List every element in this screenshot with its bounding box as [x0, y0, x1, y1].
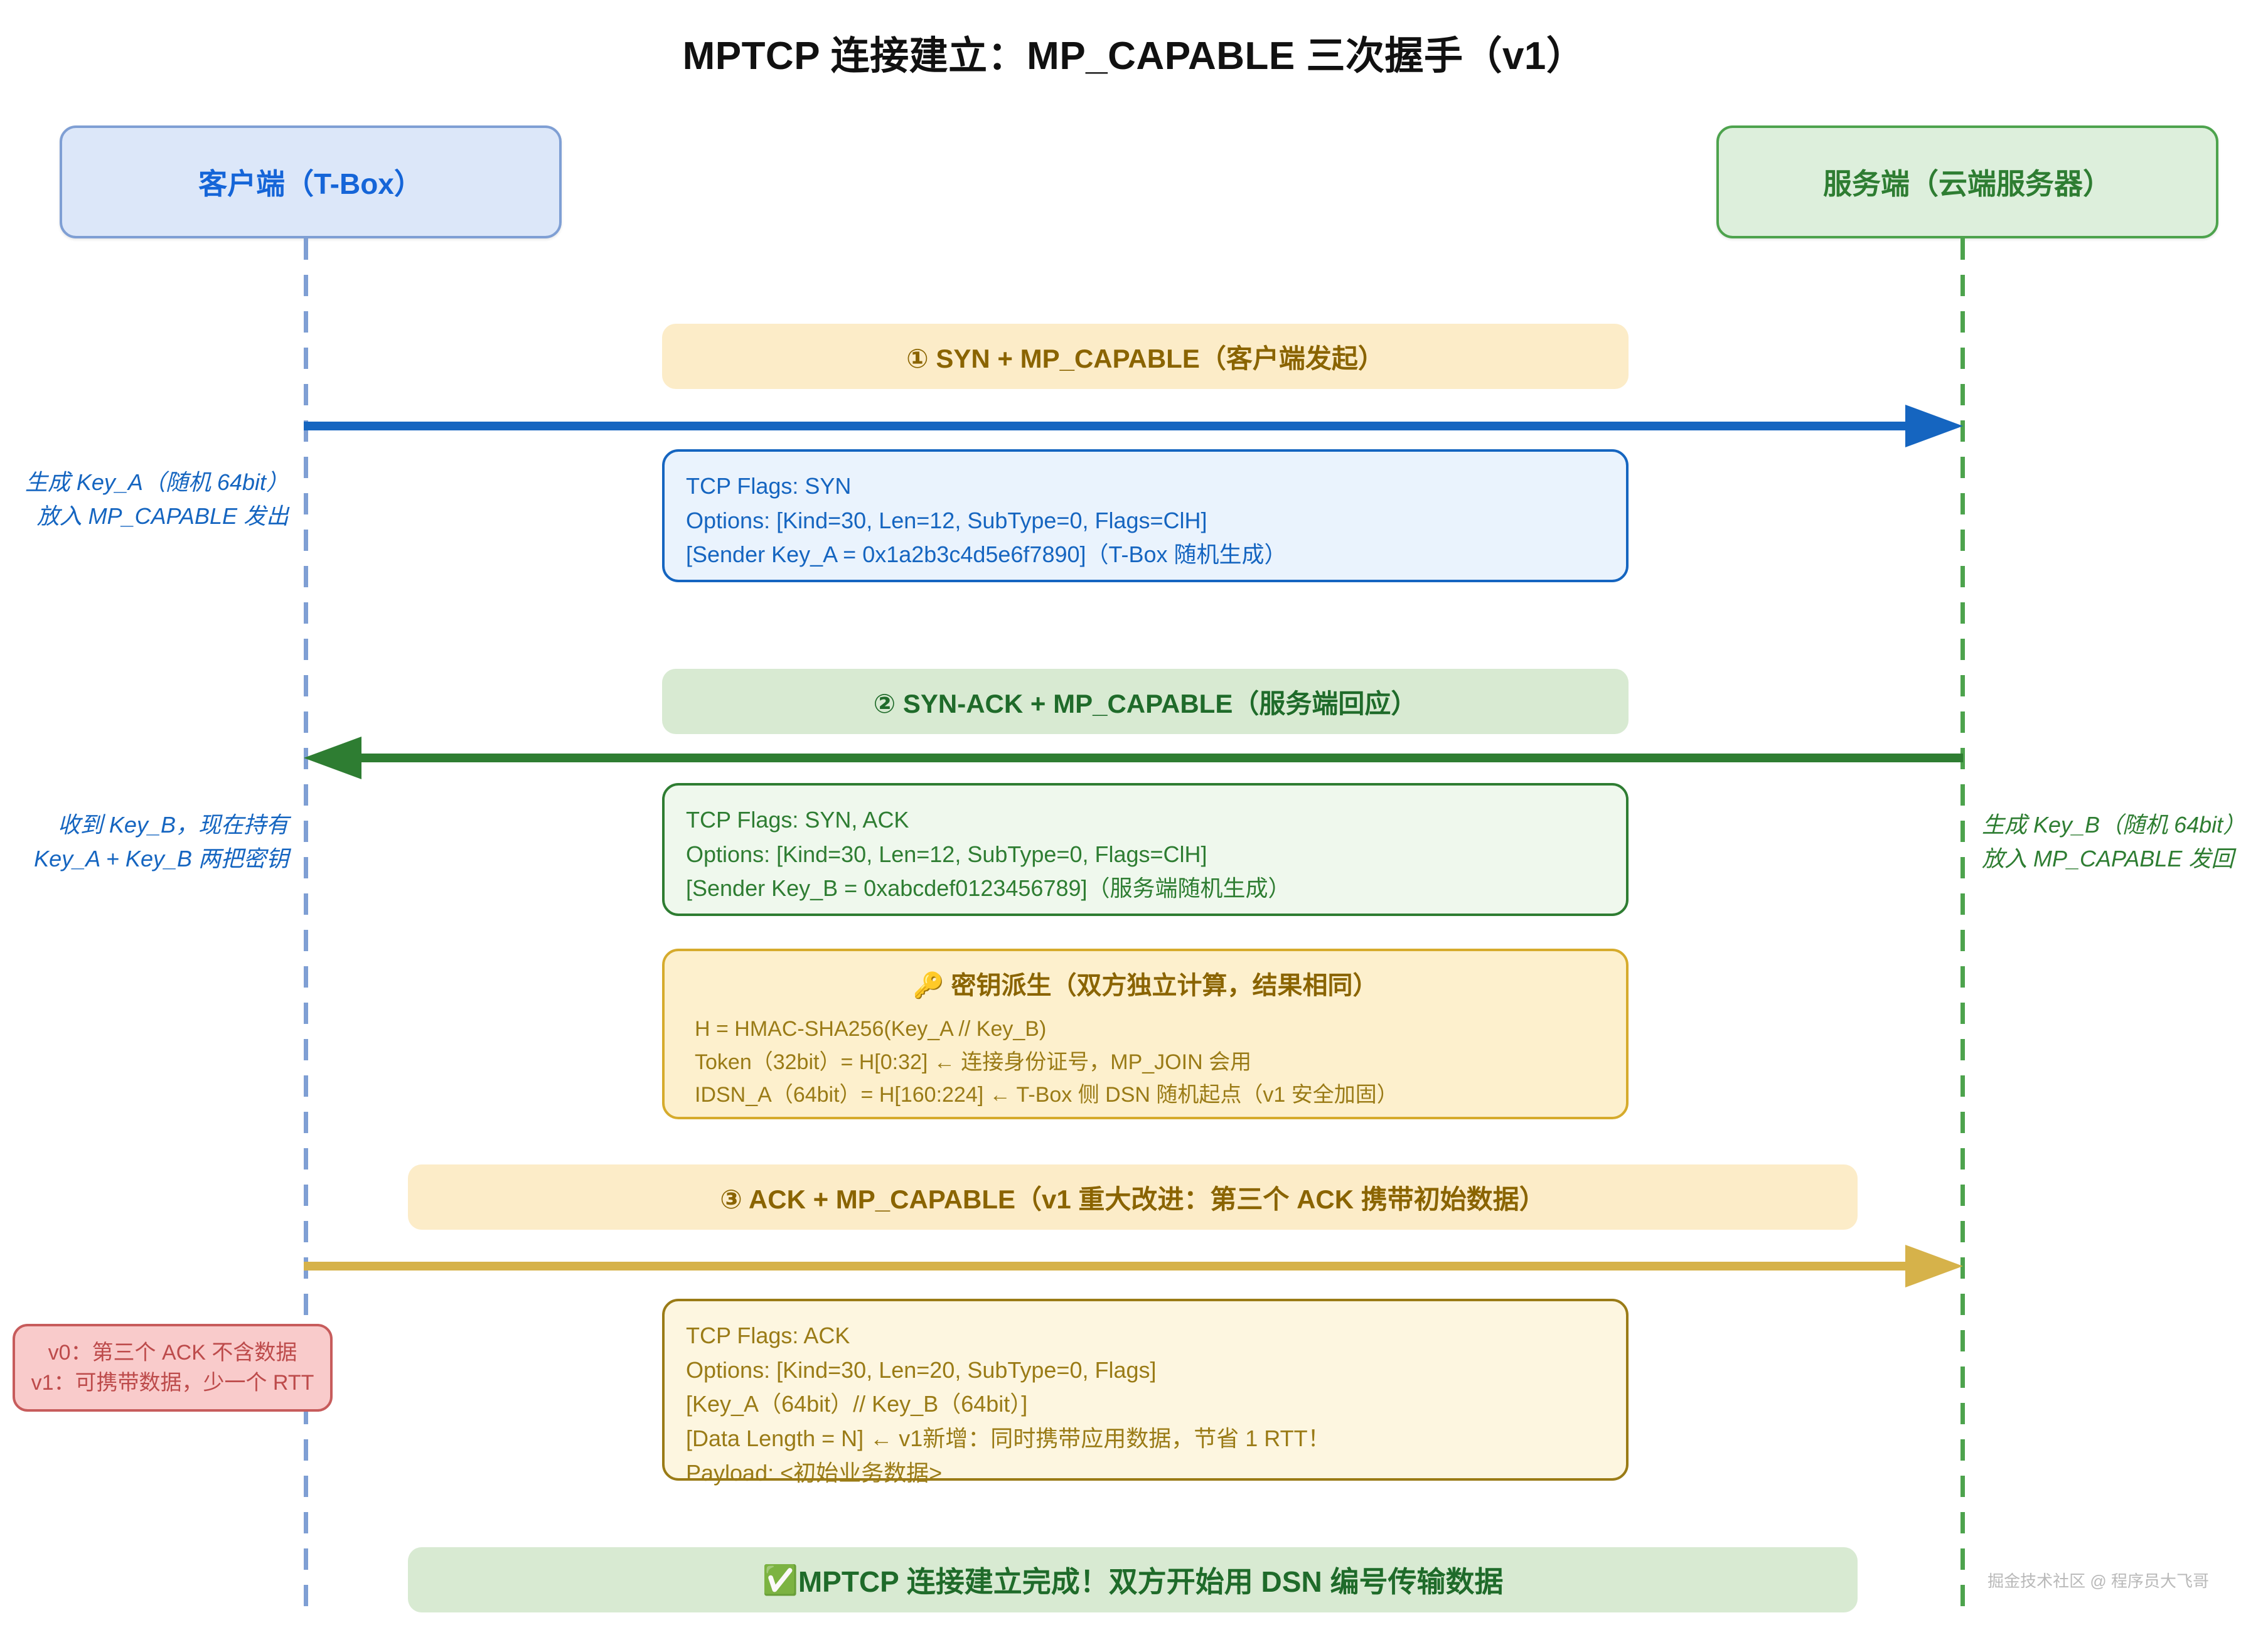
key-derivation-title: 🔑 密钥派生（双方独立计算，结果相同） [686, 965, 1605, 1001]
message-arrow-1-line [304, 422, 1910, 430]
message-arrow-3-line [304, 1262, 1910, 1271]
lifeline-client [304, 238, 308, 1619]
step-2-detail: TCP Flags: SYN, ACK Options: [Kind=30, L… [662, 783, 1629, 916]
step-3-banner: ③ ACK + MP_CAPABLE（v1 重大改进：第三个 ACK 携带初始数… [408, 1164, 1858, 1230]
key-derivation-body: H = HMAC-SHA256(Key_A // Key_B) Token（32… [695, 1017, 1398, 1107]
note-server-generate-key-b: 生成 Key_B（随机 64bit） 放入 MP_CAPABLE 发回 [1982, 812, 2246, 871]
key-derivation-title-text: 密钥派生（双方独立计算，结果相同） [951, 972, 1378, 999]
page-title: MPTCP 连接建立：MP_CAPABLE 三次握手（v1） [682, 35, 1586, 78]
message-arrow-1-head-icon [1905, 405, 1963, 447]
message-arrow-3-head-icon [1905, 1245, 1963, 1287]
watermark: 掘金技术社区 @ 程序员大飞哥 [1987, 1572, 2209, 1590]
step-3-detail: TCP Flags: ACK Options: [Kind=30, Len=20… [662, 1299, 1629, 1486]
actor-client-box: 客户端（T-Box） [60, 125, 562, 238]
note-client-has-both-keys: 收到 Key_B，现在持有 Key_A + Key_B 两把密钥 [34, 812, 289, 871]
note-version-comparison: v0：第三个 ACK 不含数据 v1：可携带数据，少一个 RTT [13, 1324, 333, 1412]
final-status-text: MPTCP 连接建立完成！双方开始用 DSN 编号传输数据 [798, 1565, 1504, 1598]
note-client-generate-key-a: 生成 Key_A（随机 64bit） 放入 MP_CAPABLE 发出 [24, 469, 289, 529]
check-mark-icon: ✅ [762, 1562, 798, 1597]
step-1-banner: ① SYN + MP_CAPABLE（客户端发起） [662, 324, 1629, 389]
message-arrow-2-line [351, 754, 1963, 762]
key-icon: 🔑 [912, 971, 944, 1000]
final-status-banner: ✅ MPTCP 连接建立完成！双方开始用 DSN 编号传输数据 [408, 1547, 1858, 1612]
lifeline-server [1960, 238, 1965, 1619]
step-1-detail: TCP Flags: SYN Options: [Kind=30, Len=12… [662, 449, 1629, 582]
key-derivation-box: 🔑 密钥派生（双方独立计算，结果相同） H = HMAC-SHA256(Key_… [662, 949, 1629, 1119]
actor-server-label: 服务端（云端服务器） [1823, 168, 2112, 200]
actor-client-label: 客户端（T-Box） [198, 168, 423, 200]
actor-server-box: 服务端（云端服务器） [1716, 125, 2218, 238]
step-2-banner: ② SYN-ACK + MP_CAPABLE（服务端回应） [662, 669, 1629, 734]
message-arrow-2-head-icon [304, 737, 361, 779]
